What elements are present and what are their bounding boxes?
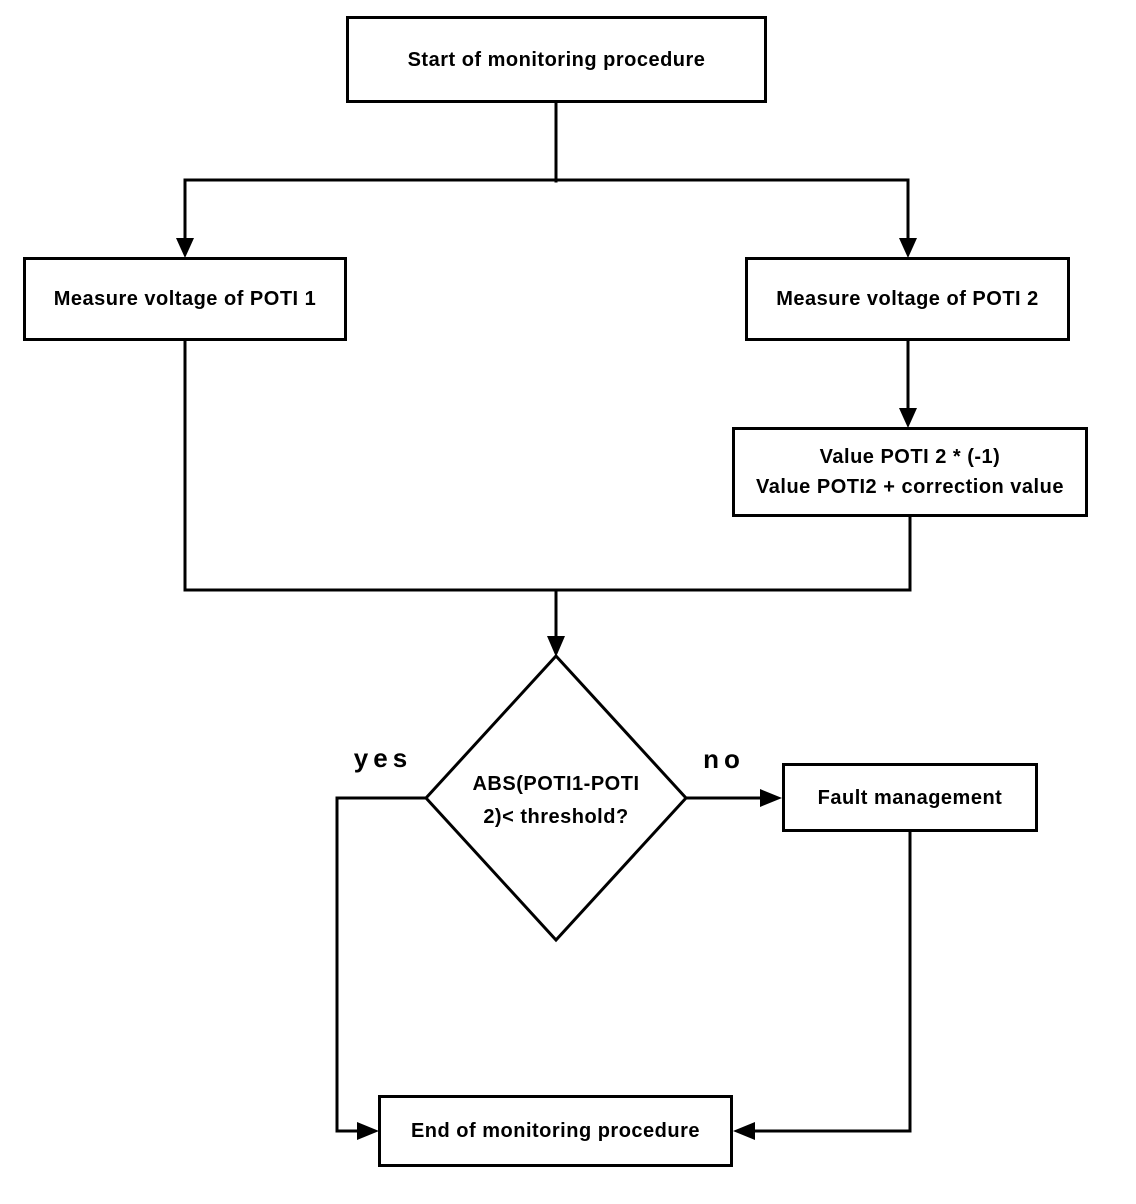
arrowhead-into-measure2 xyxy=(899,238,917,258)
node-end: End of monitoring procedure xyxy=(378,1095,733,1167)
node-start-label: Start of monitoring procedure xyxy=(407,48,706,71)
edge-label-no: no xyxy=(703,744,745,774)
node-value-correction-line1: Value POTI 2 * (-1) xyxy=(819,446,1001,468)
node-measure-poti2-label: Measure voltage of POTI 2 xyxy=(776,288,1039,310)
edge-label-yes: yes xyxy=(353,743,413,773)
node-measure-poti1: Measure voltage of POTI 1 xyxy=(23,257,347,341)
node-end-label: End of monitoring procedure xyxy=(410,1120,701,1142)
node-value-correction-line2: Value POTI2 + correction value xyxy=(756,476,1064,498)
arrowhead-into-decision xyxy=(547,636,565,657)
node-value-correction: Value POTI 2 * (-1) Value POTI2 + correc… xyxy=(732,427,1088,517)
node-fault-management: Fault management xyxy=(782,763,1038,832)
arrowhead-into-end-right xyxy=(733,1122,755,1140)
arrowhead-into-measure1 xyxy=(176,238,194,258)
node-decision-line1: ABS(POTI1-POTI xyxy=(472,773,640,795)
node-measure-poti1-label: Measure voltage of POTI 1 xyxy=(53,288,317,310)
node-fault-management-label: Fault management xyxy=(817,786,1003,809)
node-decision-line2: 2)< threshold? xyxy=(483,806,629,828)
arrowhead-into-end-left xyxy=(357,1122,379,1140)
node-measure-poti2: Measure voltage of POTI 2 xyxy=(745,257,1070,341)
arrowhead-into-fault xyxy=(760,789,782,807)
arrowhead-into-value xyxy=(899,408,917,428)
node-decision-label: ABS(POTI1-POTI 2)< threshold? xyxy=(431,768,681,834)
node-start: Start of monitoring procedure xyxy=(346,16,767,103)
decision-diamond-shape xyxy=(423,653,689,943)
